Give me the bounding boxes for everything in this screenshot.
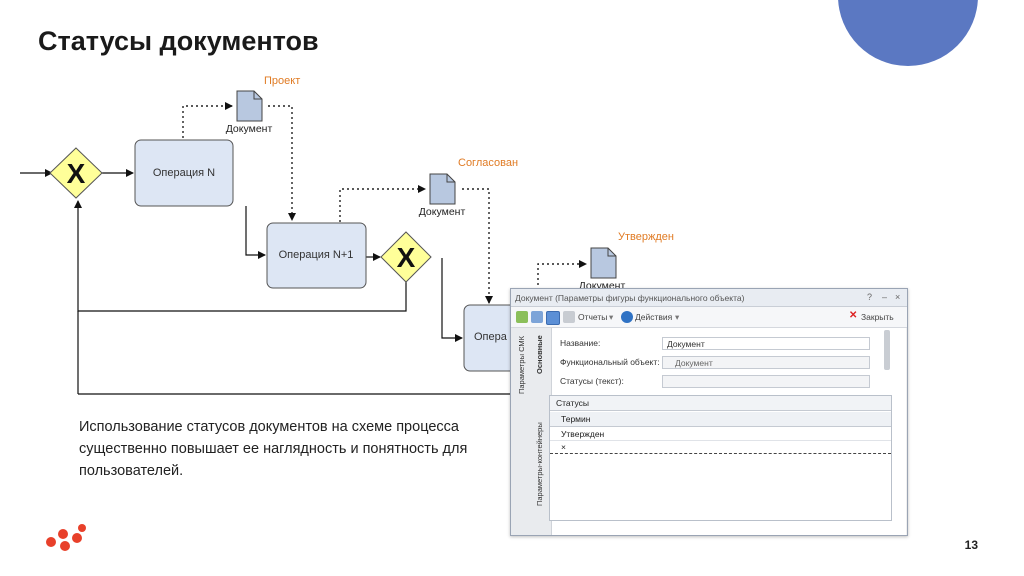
navigate-icon[interactable] (546, 311, 560, 325)
close-window-button[interactable]: × (895, 292, 901, 302)
document-3-status: Утвержден (618, 231, 674, 243)
doc-assoc-1-in (182, 102, 233, 138)
operation-2-label: Операция N+1 (279, 249, 354, 261)
document-1-status: Проект (264, 75, 300, 87)
dialog-title: Документ (Параметры фигуры функционально… (515, 293, 745, 303)
scrollbar[interactable] (884, 330, 890, 370)
document-3: Документ Утвержден (579, 231, 674, 292)
operation-1: Операция N (134, 139, 234, 207)
statuses-section-header[interactable]: Статусы (550, 396, 891, 411)
gateway-1-symbol: X (67, 158, 86, 189)
term-column-header[interactable]: Термин (561, 414, 591, 424)
document-1: Документ Проект (226, 75, 301, 135)
tab-container-parameters[interactable]: Параметры-контейнеры (535, 422, 544, 506)
close-icon[interactable]: ✕ (849, 310, 858, 321)
name-input[interactable]: Документ (662, 337, 870, 350)
statuses-text-input[interactable] (662, 375, 870, 388)
gateway-2: X (380, 231, 432, 283)
doc-assoc-2-in (339, 185, 426, 222)
doc-assoc-3-in (537, 260, 587, 290)
vertical-tabs: Параметры СМК Основные Параметры-контейн… (511, 328, 552, 535)
tab-smk-parameters[interactable]: Параметры СМК (517, 335, 526, 394)
dialog-toolbar: Отчеты ▾ Действия ▾ ✕ Закрыть (511, 307, 907, 328)
operation-3-label: Опера (474, 331, 508, 343)
help-button[interactable]: ? (867, 292, 873, 302)
operation-1-label: Операция N (153, 167, 215, 179)
new-row-marker: × (561, 442, 566, 452)
document-1-label: Документ (226, 123, 273, 135)
tab-main[interactable]: Основные (535, 335, 544, 374)
statuses-section-title: Статусы (556, 398, 589, 408)
print-icon[interactable] (563, 311, 575, 323)
document-2-status: Согласован (458, 157, 518, 169)
flow-line-gw2-op3 (441, 258, 463, 342)
functional-object-label: Функциональный объект: (560, 357, 660, 367)
document-2-label: Документ (419, 206, 466, 218)
grid-header: Термин (550, 412, 891, 427)
form-area: Название: Документ Функциональный объект… (549, 328, 906, 535)
doc-assoc-1-out (268, 105, 296, 221)
new-row[interactable]: × (550, 441, 891, 454)
statuses-panel: Статусы Термин Утвержден × (549, 395, 892, 521)
document-2: Документ Согласован (419, 157, 518, 218)
flow-line-loop-back (74, 200, 407, 312)
reports-dropdown-icon[interactable]: ▾ (609, 312, 614, 322)
actions-menu[interactable]: Действия (635, 312, 673, 322)
term-cell: Утвержден (561, 429, 605, 439)
minimize-button[interactable]: – (882, 292, 888, 302)
close-button[interactable]: Закрыть (861, 312, 894, 322)
move-icon[interactable] (531, 311, 543, 323)
functional-object-input[interactable]: Документ (662, 356, 870, 369)
company-logo (46, 524, 86, 551)
dialog-titlebar[interactable]: Документ (Параметры фигуры функционально… (511, 289, 907, 307)
accent-circle (838, 0, 978, 66)
gateway-2-symbol: X (397, 242, 416, 273)
reports-menu[interactable]: Отчеты (578, 312, 608, 322)
operation-2: Операция N+1 (266, 222, 367, 289)
gateway-1: X (49, 147, 103, 199)
name-label: Название: (560, 338, 601, 348)
doc-assoc-2-out (462, 188, 493, 304)
caption-text: Использование статусов документов на схе… (79, 419, 468, 479)
save-icon[interactable] (516, 311, 528, 323)
actions-dropdown-icon[interactable]: ▾ (675, 312, 680, 322)
slide-title: Статусы документов (38, 26, 319, 56)
table-row[interactable]: Утвержден (550, 428, 891, 441)
page-number: 13 (964, 538, 978, 552)
document-parameters-dialog: Документ (Параметры фигуры функционально… (510, 288, 908, 536)
statuses-text-label: Статусы (текст): (560, 376, 624, 386)
actions-icon[interactable] (621, 311, 633, 323)
flow-line-op1-op2 (245, 206, 266, 259)
